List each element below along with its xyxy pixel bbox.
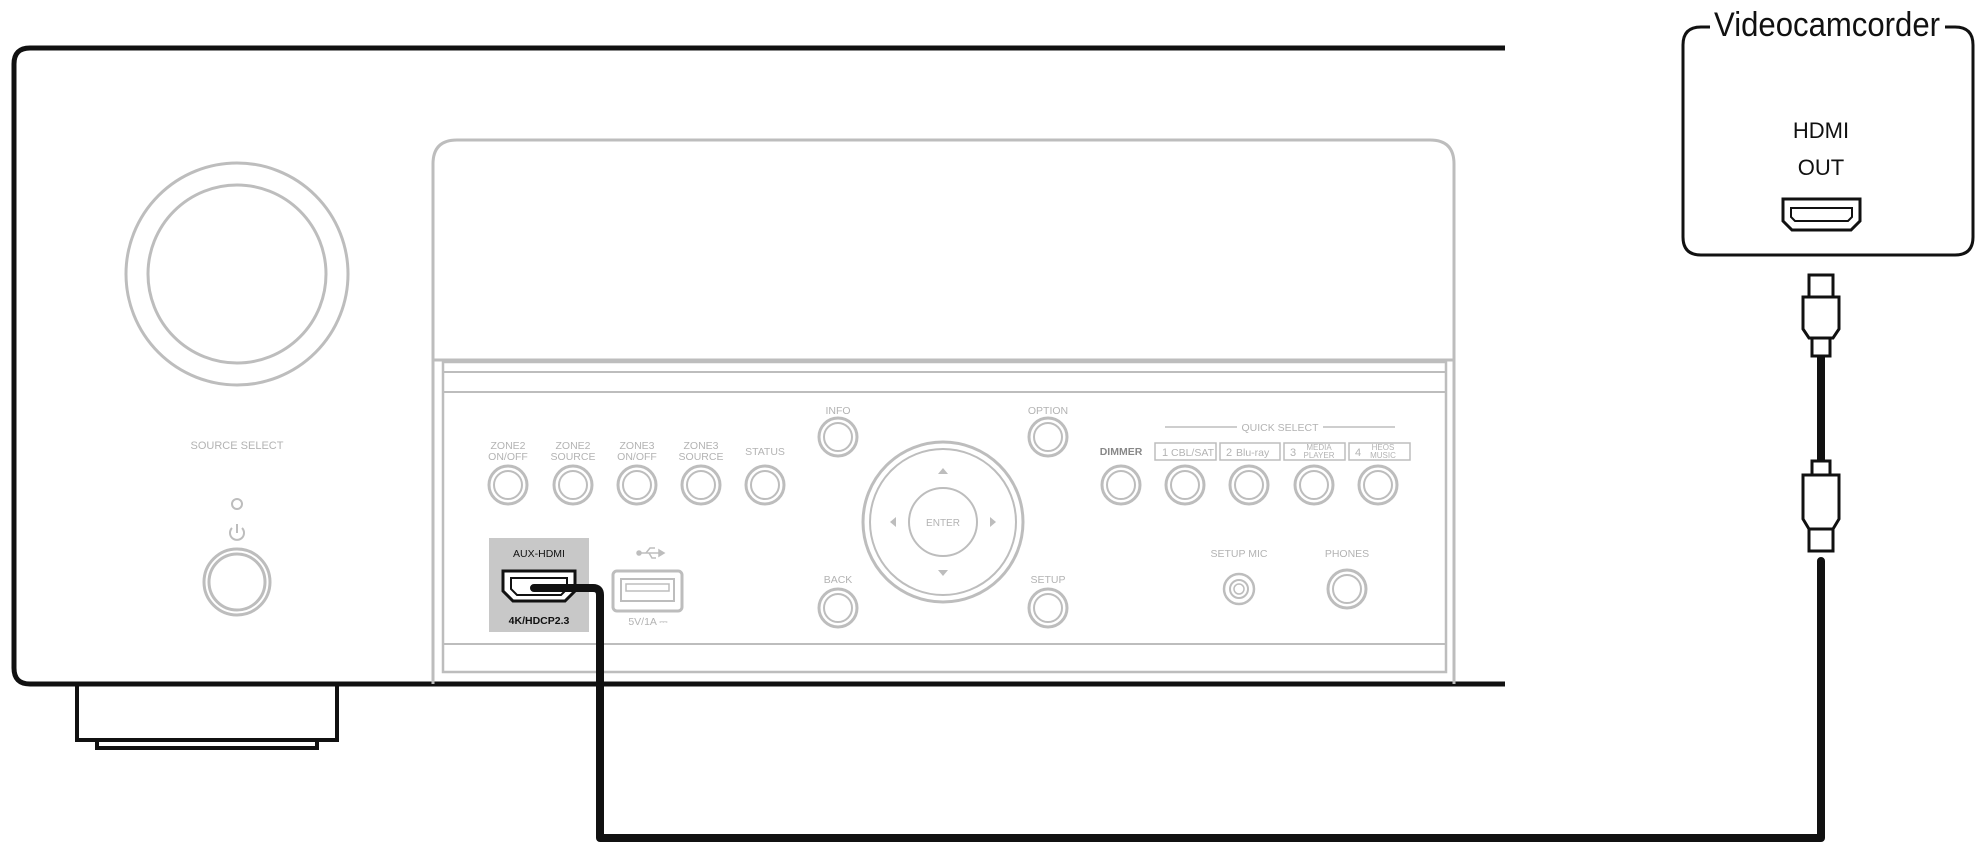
- svg-text:ZONE3: ZONE3: [683, 440, 718, 452]
- svg-text:STATUS: STATUS: [745, 446, 785, 458]
- zone2-source-button[interactable]: ZONE2 SOURCE: [551, 440, 596, 506]
- receiver-outline: [11, 45, 1505, 687]
- svg-text:ON/OFF: ON/OFF: [617, 451, 657, 463]
- svg-text:SETUP: SETUP: [1030, 574, 1065, 586]
- receiver: SOURCE SELECT ZONE2 ON/OFF: [11, 45, 1505, 750]
- videocamcorder: Videocamcorder HDMI OUT: [1681, 6, 1975, 257]
- back-button[interactable]: BACK: [817, 574, 859, 629]
- quick-select-2-button[interactable]: 2 Blu-ray: [1219, 442, 1281, 506]
- quick-select-title: QUICK SELECT: [1241, 422, 1319, 434]
- usb-port[interactable]: 5V/1A ⎓: [611, 547, 684, 628]
- svg-text:CBL/SAT: CBL/SAT: [1171, 447, 1215, 459]
- zone2-on-off-button[interactable]: ZONE2 ON/OFF: [487, 440, 529, 506]
- svg-text:PHONES: PHONES: [1325, 548, 1369, 560]
- svg-text:PLAYER: PLAYER: [1304, 451, 1335, 460]
- source-select-label: SOURCE SELECT: [191, 440, 284, 452]
- aux-hdmi-spec-label: 4K/HDCP2.3: [509, 615, 570, 627]
- svg-text:DIMMER: DIMMER: [1100, 446, 1143, 458]
- receiver-foot: [75, 686, 339, 750]
- svg-text:HEOS: HEOS: [1372, 443, 1395, 452]
- quick-select-1-button[interactable]: 1 CBL/SAT: [1154, 442, 1217, 506]
- svg-text:ENTER: ENTER: [926, 518, 960, 529]
- hdmi-plug-bottom: [1801, 459, 1841, 553]
- dimmer-button[interactable]: DIMMER: [1100, 446, 1143, 506]
- svg-text:4: 4: [1355, 447, 1361, 459]
- volume-knob[interactable]: [124, 161, 350, 387]
- info-button[interactable]: INFO: [817, 405, 859, 458]
- power-icon: [229, 524, 245, 541]
- enter-button[interactable]: ENTER: [908, 487, 978, 557]
- setup-mic-jack[interactable]: SETUP MIC: [1211, 548, 1268, 606]
- svg-text:1: 1: [1162, 447, 1168, 459]
- arrow-right-icon[interactable]: [990, 517, 996, 527]
- device-name: Videocamcorder: [1714, 6, 1940, 44]
- flap-panel: [441, 360, 1448, 674]
- svg-text:2: 2: [1226, 447, 1232, 459]
- svg-text:OPTION: OPTION: [1028, 405, 1068, 417]
- svg-text:INFO: INFO: [825, 405, 850, 417]
- zone3-on-off-button[interactable]: ZONE3 ON/OFF: [616, 440, 658, 506]
- device-outline: [1681, 25, 1975, 257]
- quick-select-4-button[interactable]: 4 HEOS MUSIC: [1348, 442, 1411, 506]
- display-window: [431, 138, 1456, 684]
- power-button[interactable]: [202, 547, 272, 617]
- svg-text:SOURCE: SOURCE: [551, 451, 596, 463]
- phones-jack[interactable]: PHONES: [1325, 548, 1369, 610]
- hdmi-plug-top: [1801, 273, 1841, 358]
- svg-text:SETUP MIC: SETUP MIC: [1211, 548, 1268, 560]
- svg-text:ZONE2: ZONE2: [555, 440, 590, 452]
- zone3-source-button[interactable]: ZONE3 SOURCE: [679, 440, 724, 506]
- svg-text:ZONE3: ZONE3: [619, 440, 654, 452]
- arrow-up-icon[interactable]: [938, 468, 948, 474]
- svg-text:SOURCE: SOURCE: [679, 451, 724, 463]
- setup-button[interactable]: SETUP: [1027, 574, 1069, 629]
- quick-select-group: QUICK SELECT DIMMER 1 CBL/SAT 2 Blu-ray: [1100, 422, 1411, 506]
- usb-spec-label: 5V/1A ⎓: [628, 616, 668, 628]
- svg-text:Blu-ray: Blu-ray: [1236, 447, 1270, 459]
- quick-select-3-button[interactable]: 3 MEDIA PLAYER: [1283, 442, 1346, 506]
- hdmi-cable: [530, 352, 1825, 842]
- svg-text:3: 3: [1290, 447, 1296, 459]
- usb-icon: [636, 547, 666, 559]
- front-panel: [431, 138, 1456, 684]
- zone-buttons: ZONE2 ON/OFF ZONE2 SOURCE ZONE3 ON/OFF Z…: [487, 440, 786, 506]
- status-button[interactable]: STATUS: [744, 446, 786, 506]
- hdmi-out-port-icon[interactable]: [1781, 197, 1862, 232]
- arrow-down-icon[interactable]: [938, 570, 948, 576]
- svg-text:MUSIC: MUSIC: [1370, 451, 1396, 460]
- svg-text:MEDIA: MEDIA: [1306, 443, 1332, 452]
- svg-text:BACK: BACK: [824, 574, 853, 586]
- svg-text:ZONE2: ZONE2: [490, 440, 525, 452]
- standby-indicator: [231, 498, 243, 510]
- aux-hdmi-label: AUX-HDMI: [513, 548, 565, 560]
- arrow-left-icon[interactable]: [890, 517, 896, 527]
- hdmi-out-label-line1: HDMI: [1793, 118, 1849, 143]
- hdmi-out-label-line2: OUT: [1798, 155, 1844, 180]
- cursor-pad[interactable]: ENTER: [861, 440, 1025, 604]
- svg-text:ON/OFF: ON/OFF: [488, 451, 528, 463]
- option-button[interactable]: OPTION: [1027, 405, 1069, 458]
